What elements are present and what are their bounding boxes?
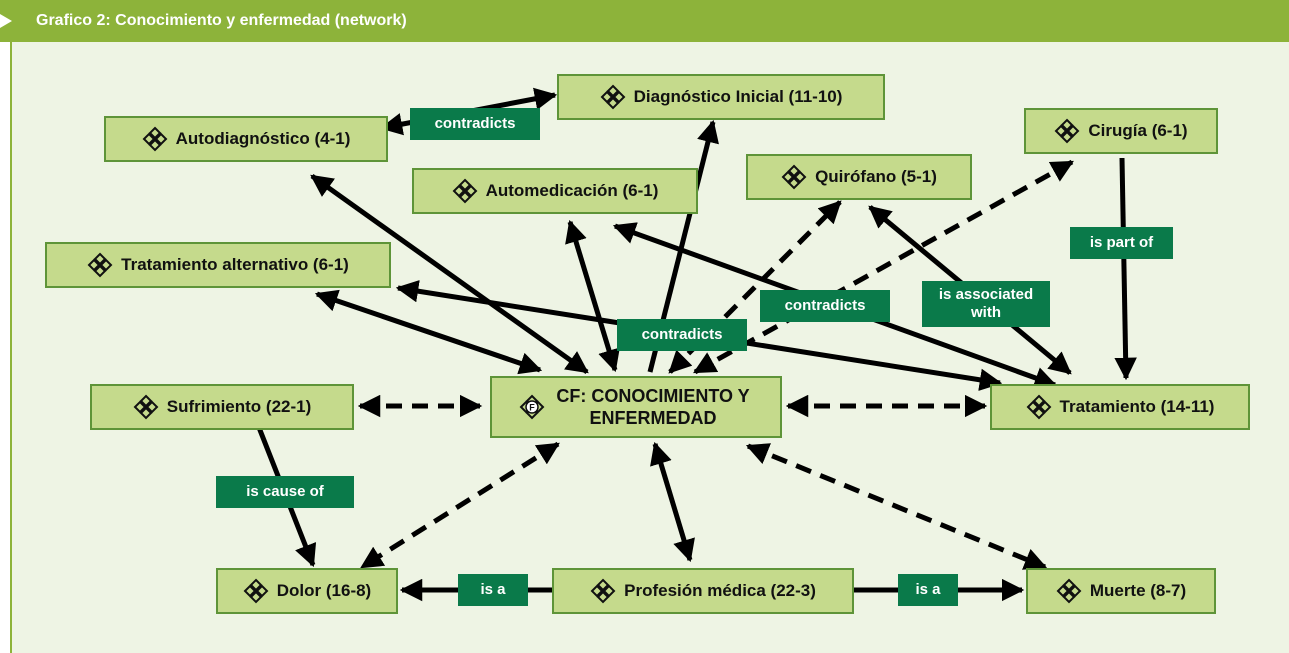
node-label: Dolor (16-8) <box>276 581 372 600</box>
relation-contradicts-middle: contradicts <box>760 290 890 322</box>
node-automedicacion[interactable]: Automedicación (6-1) <box>412 168 698 214</box>
code-icon <box>600 84 626 110</box>
code-icon <box>452 178 477 204</box>
node-muerte[interactable]: Muerte (8-7) <box>1026 568 1216 614</box>
node-label: Profesión médica (22-3) <box>624 581 816 600</box>
node-tratamiento[interactable]: Tratamiento (14-11) <box>990 384 1250 430</box>
node-label: Automedicación (6-1) <box>485 181 659 200</box>
edge-center-profesion <box>650 441 695 563</box>
relation-is-cause-of: is cause of <box>216 476 354 508</box>
node-autodiagnostico[interactable]: Autodiagnóstico (4-1) <box>104 116 388 162</box>
relation-label: is part of <box>1089 234 1154 251</box>
node-quirofano[interactable]: Quirófano (5-1) <box>746 154 972 200</box>
code-icon <box>1026 394 1051 420</box>
node-label: Quirófano (5-1) <box>815 167 937 186</box>
node-label: Sufrimiento (22-1) <box>166 397 312 416</box>
node-profesion-medica[interactable]: Profesión médica (22-3) <box>552 568 854 614</box>
relation-is-associated-with: is associated with <box>922 281 1050 327</box>
code-icon <box>87 252 113 278</box>
family-icon-letter: F <box>529 403 535 413</box>
node-label: CF: CONOCIMIENTO Y ENFERMEDAD <box>556 386 750 428</box>
code-icon <box>133 394 159 420</box>
relation-label: contradicts <box>434 115 516 132</box>
edge-center-automedicacion <box>565 219 620 373</box>
node-cirugia[interactable]: Cirugía (6-1) <box>1024 108 1218 154</box>
header-arrow-icon <box>0 14 12 28</box>
node-center-conocimiento-enfermedad[interactable]: F CF: CONOCIMIENTO Y ENFERMEDAD <box>490 376 782 438</box>
family-code-icon: F <box>519 394 545 420</box>
edge-cirugia-tratamiento <box>1114 157 1137 381</box>
code-icon <box>781 164 807 190</box>
node-sufrimiento[interactable]: Sufrimiento (22-1) <box>90 384 354 430</box>
relation-label: contradicts <box>784 297 866 314</box>
node-label: Autodiagnóstico (4-1) <box>175 129 351 148</box>
node-tratamiento-alternativo[interactable]: Tratamiento alternativo (6-1) <box>45 242 391 288</box>
node-label: Diagnóstico Inicial (11-10) <box>633 87 843 106</box>
relation-label: is associated with <box>938 286 1034 321</box>
node-label: Muerte (8-7) <box>1089 581 1187 600</box>
relation-label: is a <box>480 581 506 598</box>
code-icon <box>590 578 616 604</box>
node-dolor[interactable]: Dolor (16-8) <box>216 568 398 614</box>
edge-center-dolor <box>360 441 560 570</box>
header-bar: Grafico 2: Conocimiento y enfermedad (ne… <box>0 0 1289 42</box>
relation-contradicts-top: contradicts <box>410 108 540 140</box>
relation-label: contradicts <box>641 326 723 343</box>
edge-center-muerte <box>745 443 1048 570</box>
relation-is-a-left: is a <box>458 574 528 606</box>
code-icon <box>1054 118 1080 144</box>
node-label: Tratamiento alternativo (6-1) <box>121 255 349 274</box>
relation-contradicts-center: contradicts <box>617 319 747 351</box>
relation-is-part-of: is part of <box>1070 227 1173 259</box>
code-icon <box>1056 578 1082 604</box>
code-icon <box>142 126 168 152</box>
code-icon <box>243 578 269 604</box>
relation-label: is a <box>915 581 941 598</box>
node-diagnostico-inicial[interactable]: Diagnóstico Inicial (11-10) <box>557 74 885 120</box>
node-label: Cirugía (6-1) <box>1088 121 1188 140</box>
node-label: Tratamiento (14-11) <box>1059 397 1215 416</box>
page-title: Grafico 2: Conocimiento y enfermedad (ne… <box>36 12 407 29</box>
relation-is-a-right: is a <box>898 574 958 606</box>
relation-label: is cause of <box>246 483 324 500</box>
